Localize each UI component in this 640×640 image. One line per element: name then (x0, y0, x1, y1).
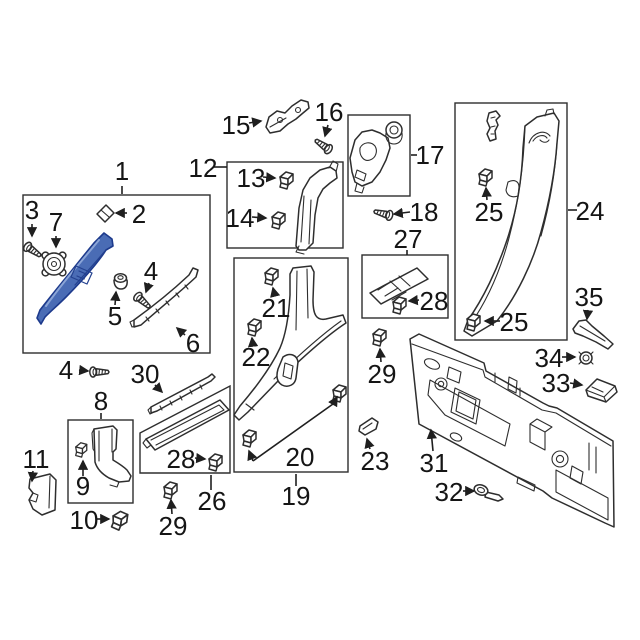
box-group-12 (226, 161, 344, 249)
callout-labels: 1 2 3 7 5 4 6 4 30 8 9 11 10 28 26 29 12… (23, 97, 605, 541)
callout-6[interactable]: 6 (186, 328, 200, 358)
leader-33 (569, 378, 584, 389)
box-group-24 (454, 102, 568, 341)
callout-18[interactable]: 18 (410, 197, 439, 227)
callout-25-lower[interactable]: 25 (500, 307, 529, 337)
callout-11[interactable]: 11 (23, 444, 50, 474)
group-boxes (22, 102, 568, 504)
part-sill-strip-6[interactable] (129, 267, 199, 328)
callout-4-inner[interactable]: 4 (144, 256, 158, 286)
leader-21 (270, 286, 281, 298)
callout-16[interactable]: 16 (315, 97, 344, 127)
leader-4-outer (78, 364, 90, 376)
part-strip-30[interactable] (147, 373, 216, 415)
part-handle-33[interactable] (585, 378, 618, 403)
callout-3[interactable]: 3 (25, 195, 39, 225)
leader-23 (364, 437, 375, 450)
callout-20[interactable]: 20 (286, 442, 315, 472)
box-group-1 (22, 194, 211, 354)
leader-15 (248, 117, 263, 128)
leader-35 (582, 309, 594, 321)
leader-14 (251, 212, 268, 223)
callout-15[interactable]: 15 (222, 110, 251, 140)
box-group-27 (361, 254, 449, 319)
callout-14[interactable]: 14 (226, 203, 255, 233)
part-a-pillar-trim-highlighted[interactable] (36, 232, 114, 325)
box-group-19 (233, 257, 349, 473)
callout-9[interactable]: 9 (76, 471, 90, 501)
leader-28-left (194, 452, 207, 464)
part-bracket-17[interactable] (349, 121, 403, 194)
callout-28-left[interactable]: 28 (167, 444, 196, 474)
callout-23[interactable]: 23 (361, 446, 390, 476)
part-panel-11[interactable] (28, 473, 57, 516)
leader-4-inner (143, 281, 154, 294)
callout-31[interactable]: 31 (420, 448, 449, 478)
part-bracket-15[interactable] (265, 99, 310, 134)
callout-21[interactable]: 21 (262, 293, 291, 323)
part-b-pillar-lower-trim[interactable] (233, 265, 347, 421)
leader-20-arrow-left (247, 449, 258, 462)
callout-33[interactable]: 33 (542, 368, 571, 398)
callout-22[interactable]: 22 (242, 342, 271, 372)
box-group-8 (67, 419, 134, 504)
part-cowl-trim-8[interactable] (91, 425, 132, 488)
callout-32[interactable]: 32 (435, 477, 464, 507)
part-clip-24-top[interactable] (486, 110, 501, 142)
leader-16 (322, 124, 333, 138)
leader-28-right (407, 294, 420, 306)
callout-4-outer[interactable]: 4 (59, 355, 73, 385)
part-scuff-plate-26[interactable] (142, 399, 230, 451)
callout-12[interactable]: 12 (189, 153, 218, 183)
leader-31 (426, 428, 438, 452)
leader-29-left (166, 498, 177, 515)
leader-20-line (252, 403, 334, 462)
leader-18 (392, 207, 411, 219)
leader-lines (26, 117, 594, 525)
part-clip-2[interactable] (96, 204, 115, 223)
callout-30[interactable]: 30 (131, 359, 160, 389)
callout-29-right[interactable]: 29 (368, 359, 397, 389)
leader-13 (262, 172, 277, 183)
callout-26[interactable]: 26 (198, 486, 227, 516)
callout-13[interactable]: 13 (237, 163, 266, 193)
part-ribbed-pad-27[interactable] (369, 267, 429, 305)
callout-35[interactable]: 35 (575, 282, 604, 312)
part-nut-34[interactable] (578, 351, 594, 365)
leader-25-upper (481, 186, 492, 201)
callout-25-upper[interactable]: 25 (475, 197, 504, 227)
callout-2[interactable]: 2 (132, 199, 146, 229)
part-back-panel-31[interactable] (409, 333, 615, 528)
leader-29-right (375, 347, 386, 363)
leader-6 (175, 326, 188, 338)
callout-19[interactable]: 19 (282, 481, 311, 511)
part-c-pillar-trim-24[interactable] (463, 108, 560, 337)
part-b-pillar-upper-trim[interactable] (295, 160, 339, 255)
part-speaker-7[interactable] (41, 251, 67, 277)
callout-10[interactable]: 10 (70, 505, 99, 535)
box-group-17 (347, 114, 411, 197)
callout-24[interactable]: 24 (576, 196, 605, 226)
part-plate-23[interactable] (358, 417, 379, 436)
part-grommet-5[interactable] (113, 273, 128, 290)
callout-34[interactable]: 34 (535, 343, 564, 373)
leader-5 (110, 290, 121, 306)
callout-28-right[interactable]: 28 (420, 286, 449, 316)
box-group-26 (139, 384, 231, 474)
callout-17[interactable]: 17 (416, 140, 445, 170)
leader-11 (27, 470, 39, 483)
callout-1[interactable]: 1 (115, 156, 129, 186)
leader-30 (152, 382, 164, 394)
callout-5[interactable]: 5 (108, 301, 122, 331)
leader-22 (247, 336, 259, 348)
callout-8[interactable]: 8 (94, 386, 108, 416)
callout-7[interactable]: 7 (49, 207, 63, 237)
leader-20-arrow-right (328, 395, 338, 408)
callout-29-left[interactable]: 29 (159, 511, 188, 541)
callout-27[interactable]: 27 (394, 224, 423, 254)
